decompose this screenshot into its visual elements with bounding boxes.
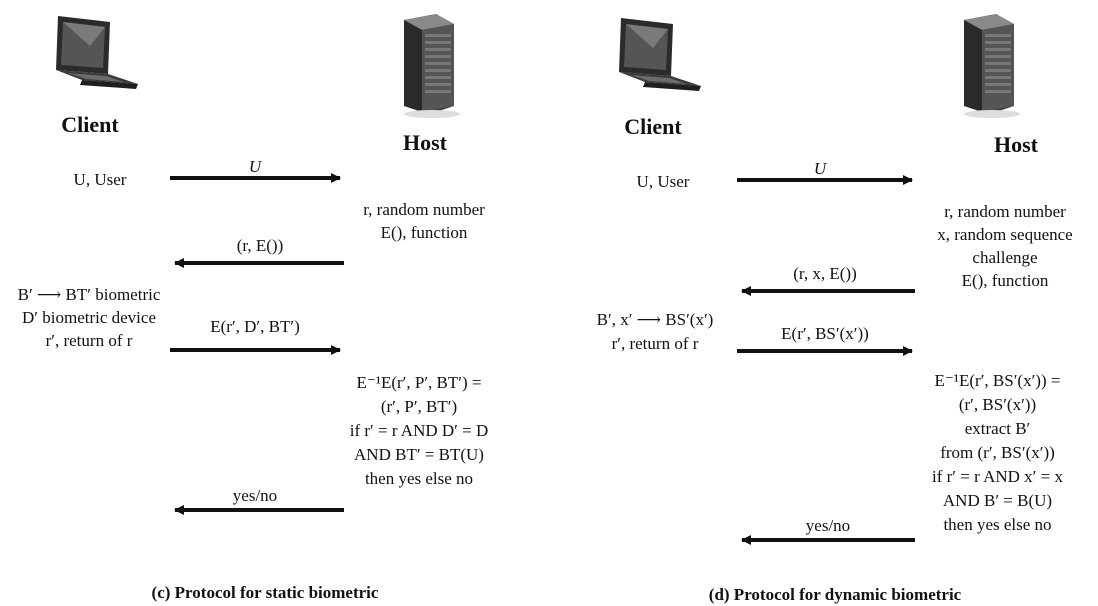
message-result: yes/no [805, 516, 851, 535]
host-server-icon [404, 14, 460, 118]
message-response: E(r′, D′, BT′) [210, 317, 300, 336]
verify-line: E⁻¹E(r′, P′, BT′) = [356, 373, 482, 392]
verify-line: if r′ = r AND x′ = x [932, 467, 1063, 486]
message-response: E(r′, BS′(x′)) [781, 324, 869, 343]
client-user-label: U, User [636, 172, 690, 191]
verify-line: then yes else no [364, 469, 474, 488]
verify-line: AND B′ = B(U) [942, 491, 1053, 510]
client-line: r′, return of r [611, 334, 699, 353]
verify-line: extract B′ [964, 419, 1031, 438]
verify-line: then yes else no [943, 515, 1052, 534]
message-user: U [813, 159, 827, 178]
verify-line: if r′ = r AND D′ = D [349, 421, 489, 440]
client-user-label: U, User [73, 170, 127, 189]
host-title: Host [403, 130, 447, 155]
client-line: r′, return of r [45, 331, 133, 350]
client-laptop-icon [56, 16, 138, 89]
caption: (d) Protocol for dynamic biometric [708, 585, 962, 604]
host-line: r, random number [944, 202, 1066, 221]
message-challenge: (r, x, E()) [793, 264, 857, 283]
host-server-icon [964, 14, 1020, 118]
message-challenge: (r, E()) [236, 236, 284, 255]
caption: (c) Protocol for static biometric [151, 583, 379, 602]
verify-line: E⁻¹E(r′, BS′(x′)) = [934, 371, 1061, 390]
client-title: Client [624, 114, 682, 139]
verify-line: AND BT′ = BT(U) [354, 445, 484, 464]
client-line: B′ ⟶ BT′ biometric [17, 285, 161, 304]
host-line: E(), function [961, 271, 1049, 290]
host-line: x, random sequence [937, 225, 1073, 244]
verify-line: (r′, P′, BT′) [380, 397, 458, 416]
client-laptop-icon [619, 18, 701, 91]
host-line: E(), function [380, 223, 468, 242]
host-title: Host [994, 132, 1038, 157]
client-line: D′ biometric device [22, 308, 156, 327]
message-user: U [248, 157, 262, 176]
verify-line: from (r′, BS′(x′)) [940, 443, 1055, 462]
verify-line: (r′, BS′(x′)) [958, 395, 1037, 414]
client-line: B′, x′ ⟶ BS′(x′) [596, 310, 714, 329]
client-title: Client [61, 112, 119, 137]
host-line: r, random number [363, 200, 485, 219]
message-result: yes/no [232, 486, 278, 505]
host-line: challenge [972, 248, 1038, 267]
